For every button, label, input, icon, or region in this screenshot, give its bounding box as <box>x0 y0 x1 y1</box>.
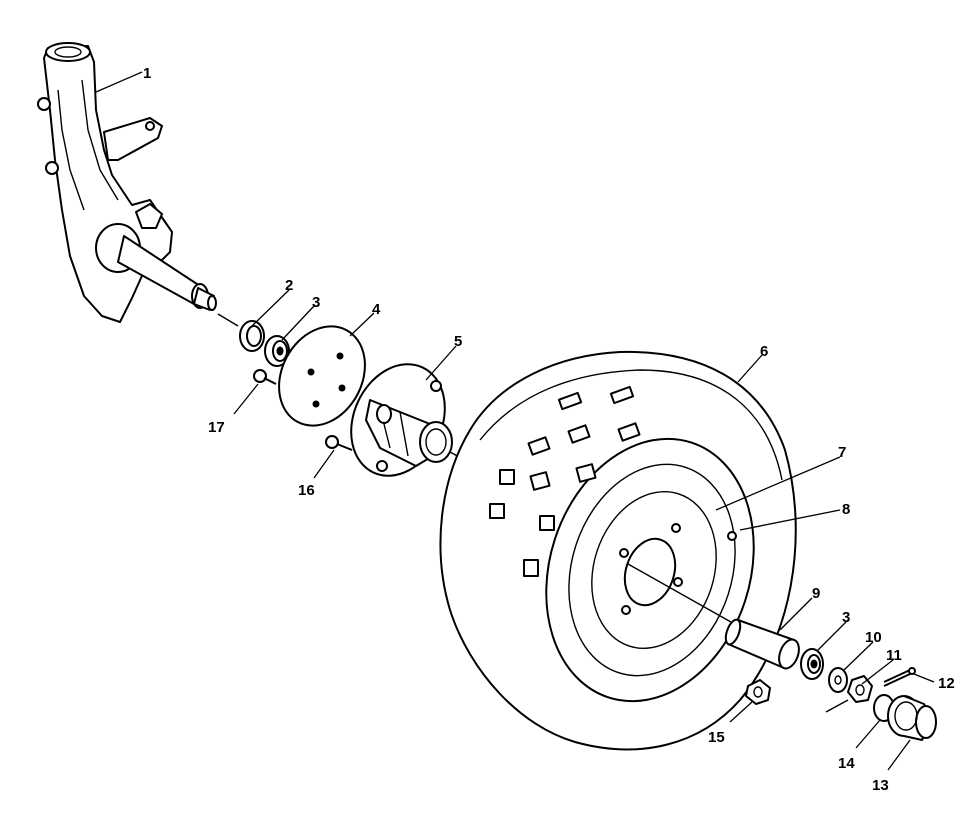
valve-stem <box>727 531 737 541</box>
axis-line-4 <box>627 563 739 627</box>
stud-17 <box>253 369 277 385</box>
callout-11: 11 <box>886 647 902 664</box>
callout-17: 17 <box>208 419 225 436</box>
cotter-pin <box>883 667 916 687</box>
callout-labels: 1 2 3 4 5 6 7 8 9 3 10 11 12 14 13 15 16… <box>143 65 955 794</box>
callout-3: 3 <box>312 294 320 311</box>
wheel-hub <box>350 363 453 477</box>
callout-12: 12 <box>938 675 955 692</box>
bearing-inner <box>264 335 290 367</box>
callout-13: 13 <box>872 777 889 794</box>
castle-nut <box>847 675 873 703</box>
axis-line-1 <box>217 313 239 327</box>
washer <box>828 667 848 693</box>
callout-16: 16 <box>298 482 315 499</box>
callout-14: 14 <box>838 755 855 772</box>
spacer-sleeve <box>724 618 800 670</box>
callout-10: 10 <box>865 629 882 646</box>
tire <box>439 350 797 751</box>
dust-cap <box>887 695 937 741</box>
callout-3b: 3 <box>842 609 850 626</box>
callout-8: 8 <box>842 501 850 518</box>
callout-7: 7 <box>838 444 846 461</box>
callout-15: 15 <box>708 729 725 746</box>
lug-nut <box>745 679 771 705</box>
callout-1: 1 <box>143 65 151 82</box>
callout-2: 2 <box>285 277 293 294</box>
callout-6: 6 <box>760 343 768 360</box>
seal <box>239 320 265 352</box>
callout-9: 9 <box>812 585 820 602</box>
bearing-outer <box>800 648 824 680</box>
axis-line-5 <box>825 699 849 713</box>
callout-5: 5 <box>454 333 462 350</box>
leader-lines <box>95 71 935 771</box>
callout-4: 4 <box>372 301 381 318</box>
stud-16 <box>325 435 353 451</box>
brake-disc <box>278 325 366 427</box>
steering-knuckle <box>37 42 217 323</box>
